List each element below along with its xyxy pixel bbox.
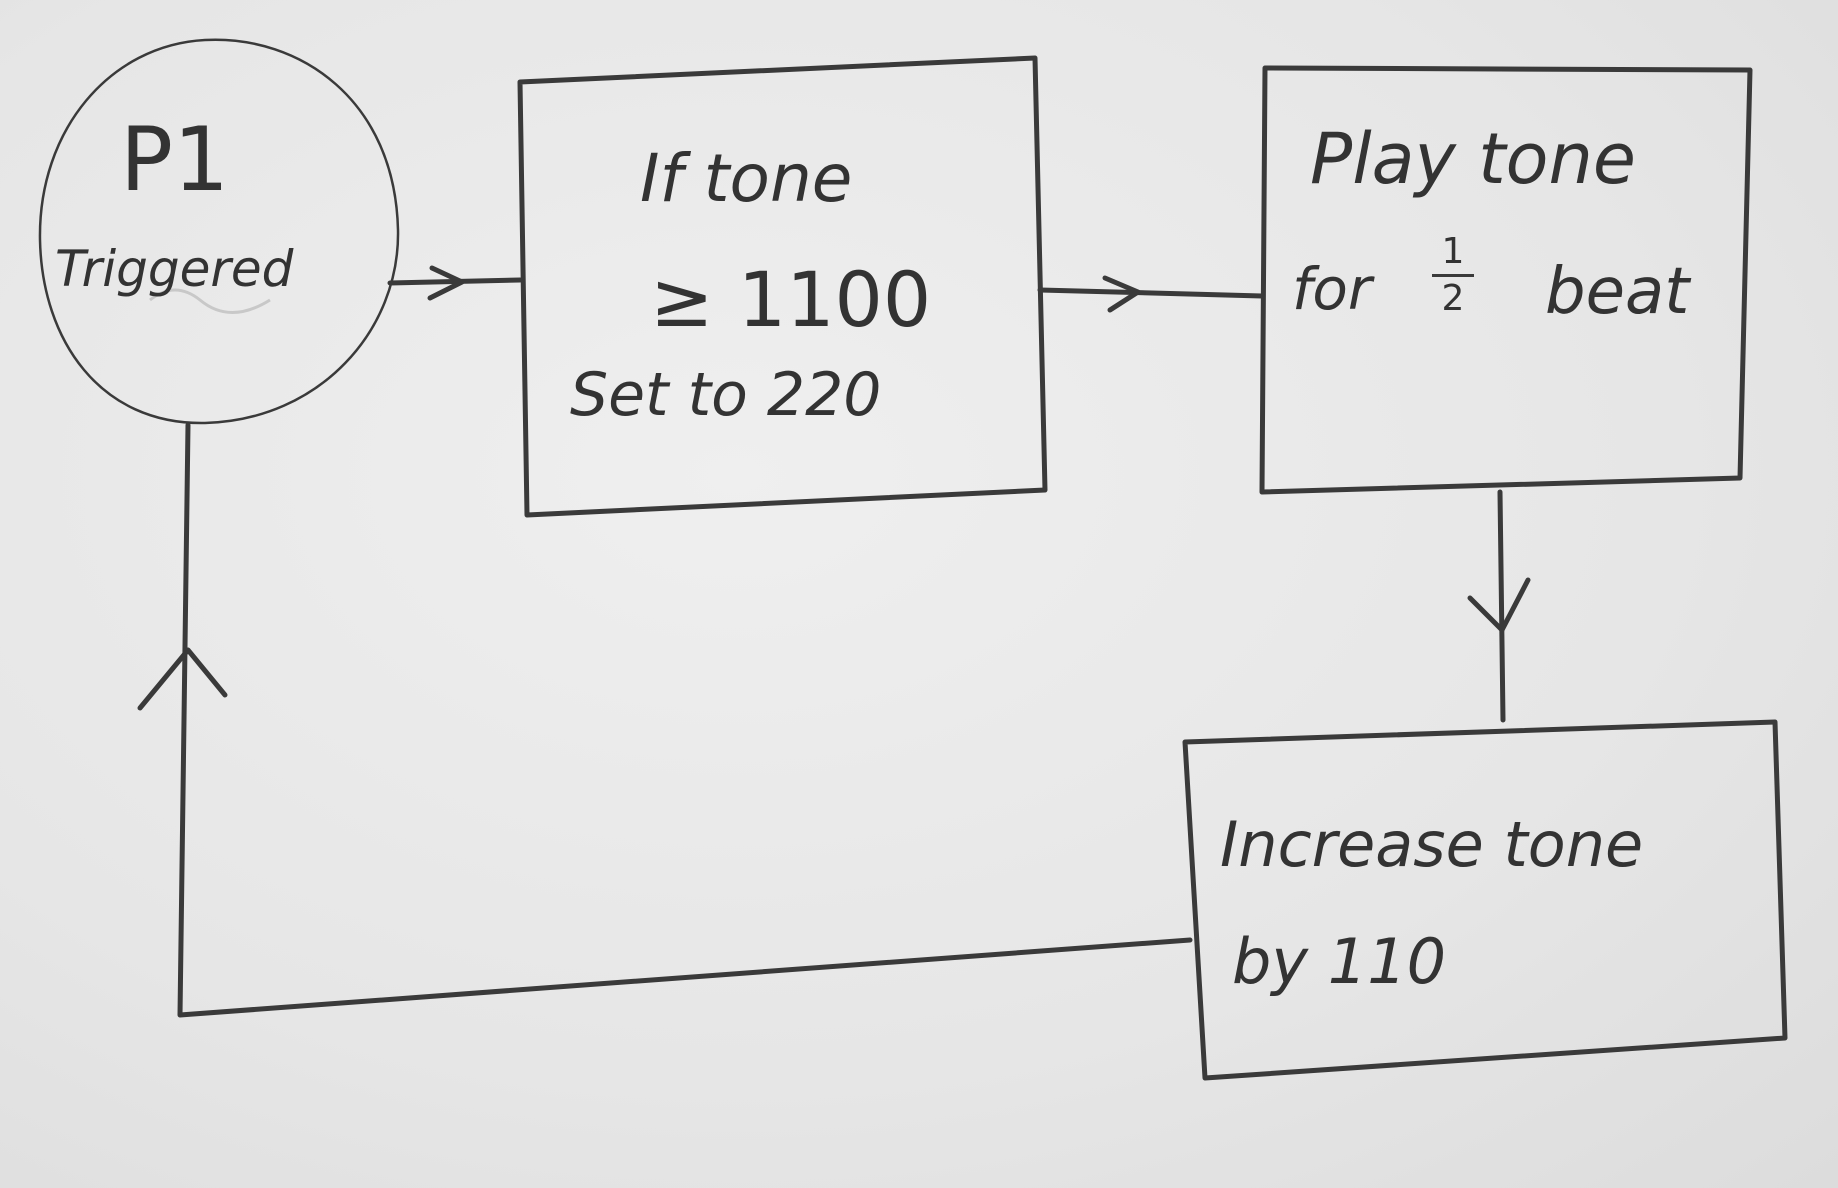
start-node-circle[interactable]	[38, 38, 400, 425]
arrow-head-play-to-increase	[1467, 577, 1531, 633]
check-box-line2: ≥ 1100	[650, 255, 932, 344]
arrow-head-start-to-check	[427, 265, 465, 301]
start-node-subtitle: Triggered	[55, 240, 294, 298]
start-node-title: P1	[120, 108, 230, 211]
check-box-line1: If tone	[640, 140, 853, 217]
check-box-line3: Set to 220	[570, 360, 882, 430]
increase-box[interactable]	[1182, 719, 1788, 1081]
arrow-increase-to-start	[177, 422, 1193, 1018]
fraction-denominator: 2	[1441, 278, 1465, 319]
arrow-start-to-check	[387, 277, 523, 286]
play-box-line1: Play tone	[1310, 118, 1636, 200]
play-box-fraction: 1 2	[1428, 232, 1478, 319]
play-box-line2-pre: for	[1292, 255, 1372, 323]
fraction-bar	[1432, 274, 1474, 277]
arrow-head-check-to-play	[1102, 275, 1141, 313]
arrow-play-to-increase	[1497, 489, 1506, 723]
play-box[interactable]	[1259, 65, 1753, 495]
arrow-check-to-play	[1037, 287, 1265, 299]
increase-box-line1: Increase tone	[1220, 808, 1644, 881]
play-box-line2-post: beat	[1545, 255, 1690, 329]
fraction-numerator: 1	[1441, 231, 1465, 272]
increase-box-line2: by 110	[1232, 925, 1447, 998]
check-box[interactable]	[517, 55, 1048, 518]
pencil-smudge	[149, 288, 271, 314]
arrow-head-increase-to-start	[137, 647, 228, 711]
